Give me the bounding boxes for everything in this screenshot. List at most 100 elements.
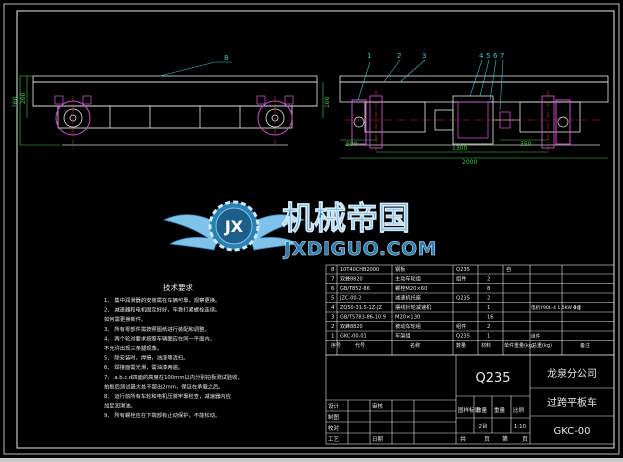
- bom-cell-qty: 1: [487, 334, 490, 340]
- tb-sheet-field: 页: [522, 436, 528, 443]
- bom-cell-name: 钢板: [395, 265, 406, 273]
- bom-header-cell: 序号: [331, 342, 341, 349]
- bom-cell-name: 车架组: [395, 332, 411, 340]
- right-leaders: [357, 59, 504, 111]
- balloon-6: 6: [493, 52, 498, 60]
- right-dim-label-1: 500: [346, 141, 358, 148]
- right-frame-body: [339, 81, 609, 103]
- balloon-2: 2: [397, 52, 401, 60]
- left-platform-top: [32, 75, 318, 83]
- right-dim-label-4: 2000: [462, 159, 477, 166]
- tb-drawing-name: 过跨平板车: [547, 396, 597, 409]
- tb-material: Q235: [475, 371, 510, 386]
- left-view: [32, 75, 318, 146]
- bom-cell-qty: 8: [487, 286, 490, 292]
- left-dim-label-2: 200: [20, 92, 27, 104]
- left-dimensions: [19, 75, 324, 146]
- notes-line: 4、 两个轮对要求按照车辆图应在同一平面内，: [104, 334, 215, 342]
- bom-cell-name: 主动车轮组: [395, 275, 421, 283]
- notes-line: 如何需更换新件。: [104, 315, 146, 323]
- bom-cell-qty: 16: [487, 315, 494, 321]
- bom-cell-code: ZQ50-31.5-1Z-JZ: [340, 305, 383, 311]
- right-wheel-active: [541, 90, 571, 152]
- bom-header-cell: 单件重量(kg): [504, 342, 534, 349]
- bom-cell-name: 减速机托座: [395, 294, 421, 302]
- tb-label: 制图: [328, 413, 340, 421]
- notes-line: 2、 减速器和电机固定好好，牢靠打紧螺栓连续。: [104, 306, 220, 314]
- watermark-logo: JX 机械帝国 JXDIGUO.COM: [162, 199, 437, 260]
- bom-cell-extra: 电机Y90L-4 1.5KW 2台: [531, 304, 581, 311]
- bom-cell-qty: 1: [487, 305, 490, 311]
- bom-header-cell: 代号: [355, 342, 365, 349]
- tb-stage-header: 数量: [476, 406, 488, 414]
- bom-cell-code: GB/T5783-86-10.9: [340, 315, 386, 321]
- title-block: [325, 354, 615, 445]
- logo-wing-left: [162, 214, 223, 251]
- bom-cell-qty: 2: [487, 324, 490, 330]
- bom-cell-note: 4-2: [573, 305, 581, 311]
- bom-cell-name: 被动车轮组: [395, 322, 421, 330]
- tb-stage-header: 比例: [513, 406, 525, 414]
- bom-cell-name: M20×130: [395, 315, 420, 321]
- tb-drawing-no: GKC-00: [553, 426, 590, 437]
- bom-cell-extra-a: 自: [506, 265, 511, 273]
- tb-sheet-field: 页: [484, 436, 490, 443]
- tb-label: 校对: [328, 424, 340, 432]
- bom-cell-no: 6: [331, 286, 335, 292]
- notes-line: 1、 集中润滑器的安装需在车辆可靠，观察更换。: [104, 296, 220, 304]
- notes-title: 技术要求: [163, 282, 193, 292]
- notes-line: 6、 焊接面需光滑，需油漆两遍。: [104, 363, 183, 371]
- right-dim-label-3: 1300: [452, 145, 467, 152]
- bom-cell-name: 摆线针轮减速机: [395, 303, 432, 311]
- inner-border: [16, 10, 615, 449]
- notes-line: 3、 所有零部件需按照图纸进行装配和调整。: [104, 325, 210, 333]
- bom-cell-material: Q235: [456, 267, 470, 273]
- notes-line: 拍板后测试最大处不超出2mm，保证在承载之后。: [104, 382, 224, 390]
- notes-line: 7、 a.b.c.d四面的高度在100mm以内分别拍板测试验收，: [104, 373, 243, 381]
- bom-header-cell: 名称: [410, 342, 420, 349]
- left-dim-label-3: 100: [324, 96, 331, 108]
- left-leader-8: [159, 61, 216, 77]
- left-frame-body: [32, 81, 318, 107]
- bom-cell-code: GKC-00-01: [340, 334, 367, 340]
- notes-line: 加足润滑油。: [104, 402, 136, 410]
- bom-header-cell: 备注: [580, 342, 590, 349]
- right-platform-top: [339, 75, 609, 83]
- notes-line: 不允许出现三条腿现象。: [104, 344, 162, 352]
- bom-header-cell: 总重(kg): [532, 342, 552, 349]
- tb-label: 工艺: [328, 436, 340, 443]
- logo-letters: JX: [224, 217, 244, 236]
- bom-cell-code: 双蜂8820: [340, 323, 363, 330]
- bom-cell-no: 1: [331, 334, 335, 340]
- tb-stage-headers: 图样标记数量重量比例: [458, 406, 525, 414]
- balloon-8: 8: [224, 54, 228, 62]
- notes-line: 8、 运行前所有车轮和电机压装牢靠检查，减速器内应: [104, 392, 232, 400]
- right-dim-label-2: 350: [520, 141, 532, 148]
- right-dimensions: [340, 139, 608, 159]
- bom-cell-material: Q235: [456, 296, 470, 302]
- bom-cell-qty: 2: [487, 296, 490, 302]
- bom-cell-no: 4: [331, 305, 335, 311]
- tb-ratio: 1:10: [514, 424, 527, 430]
- balloon-5: 5: [486, 52, 490, 60]
- right-view: [339, 75, 609, 146]
- bom-cell-code: 10T40CHB2000: [340, 267, 379, 273]
- balloon-4: 4: [479, 52, 484, 60]
- outer-border: [3, 3, 620, 455]
- bom-cell-code: 双蜂8820: [340, 276, 363, 283]
- bom-cell-code: GB/T852-86: [340, 286, 370, 292]
- notes-line: 5、 除安装时，焊接，油漆等清扫。: [104, 354, 189, 362]
- logo-wing-right: [245, 214, 306, 251]
- bom-cell-code: JZC-00-2: [339, 296, 362, 302]
- bom-cell-material: 组件: [456, 322, 466, 330]
- bom-cell-extra: 组件: [531, 333, 541, 340]
- bom-cell-no: 8: [331, 267, 335, 273]
- tb-label: 审核: [372, 402, 384, 410]
- bom-header-cell: 材料: [481, 342, 491, 349]
- bom-header-cell: 数量: [456, 342, 466, 349]
- left-wheel-2: [256, 95, 294, 150]
- right-wheel-passive: [351, 90, 383, 152]
